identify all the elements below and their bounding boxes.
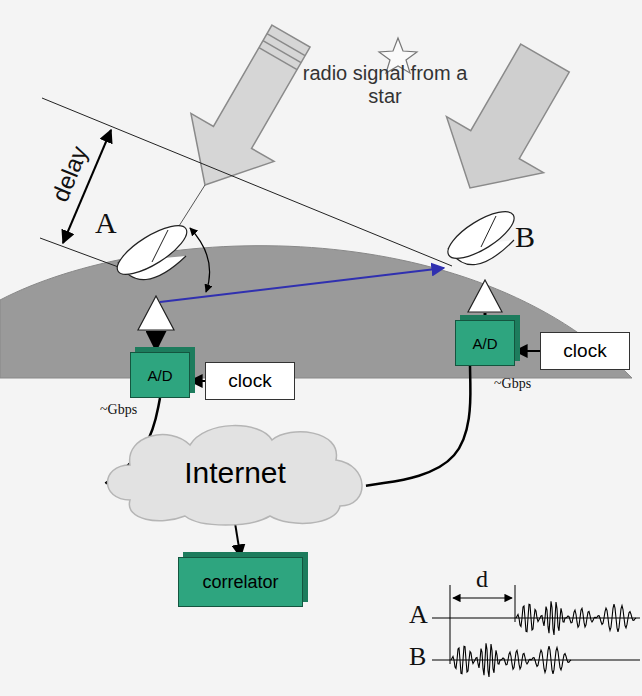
network-cloud: Internet xyxy=(100,420,370,526)
data-rate-label: ~Gbps xyxy=(100,402,137,418)
node-text: A/D xyxy=(472,335,497,352)
node-text: correlator xyxy=(202,572,278,593)
angle-arrow xyxy=(190,228,210,292)
dish-antenna-a xyxy=(152,230,168,262)
baseline-vector xyxy=(160,268,444,302)
connector xyxy=(190,380,205,382)
dish-antenna-b xyxy=(468,280,502,312)
wavefront-line xyxy=(42,98,452,266)
waveform-a xyxy=(516,601,636,635)
station-label: B xyxy=(515,220,535,255)
delay-label: delay xyxy=(46,142,93,206)
waveform-plot xyxy=(450,585,451,664)
node-text: Internet xyxy=(184,456,286,490)
node-text: clock xyxy=(228,370,271,392)
dish-antenna-a xyxy=(111,217,194,330)
waveform-plot xyxy=(432,585,640,677)
clock-box: clock xyxy=(540,332,630,370)
signal-feed xyxy=(484,313,487,318)
earth-surface xyxy=(0,246,632,378)
signal-arrow xyxy=(163,12,332,209)
correlator-box: correlator xyxy=(178,557,303,607)
caption-text: radio signal from a star xyxy=(300,62,470,108)
waveform-plot xyxy=(432,617,640,618)
dish-antenna-a xyxy=(111,217,194,283)
data-rate-label: ~Gbps xyxy=(494,376,531,392)
signal-arrow xyxy=(263,41,301,63)
converter-box: A/D xyxy=(455,320,515,366)
clock-box: clock xyxy=(205,362,295,400)
delay-symbol: d xyxy=(476,566,488,594)
connector xyxy=(235,523,241,557)
signal-label: B xyxy=(409,642,426,672)
connector xyxy=(366,366,470,486)
signal-label: A xyxy=(409,600,428,630)
waveform-b xyxy=(451,643,571,677)
node-text: clock xyxy=(563,340,606,362)
connector xyxy=(515,350,540,352)
signal-arrow xyxy=(259,48,297,70)
waveform-plot xyxy=(453,597,512,598)
signal-arrow xyxy=(267,34,305,56)
dish-antenna-b xyxy=(481,216,496,247)
node-text: A/D xyxy=(147,367,172,384)
signal-arrow xyxy=(422,30,594,216)
signal-arrow xyxy=(422,30,594,216)
cloud-outline xyxy=(108,426,363,525)
dish-antenna-b xyxy=(441,203,520,267)
waveform-plot xyxy=(515,585,516,622)
signal-arrow xyxy=(163,12,332,209)
signal-feed xyxy=(155,331,158,350)
station-label: A xyxy=(95,206,117,241)
dish-antenna-b xyxy=(441,203,520,312)
converter-box: A/D xyxy=(130,352,190,398)
